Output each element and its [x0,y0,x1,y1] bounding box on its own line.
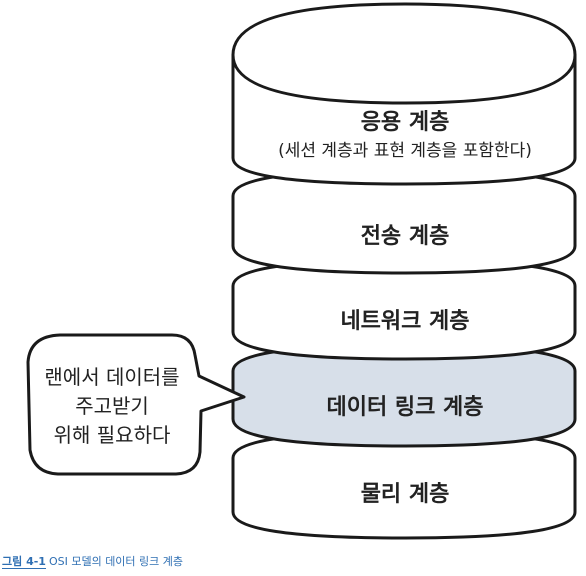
layer-application: 응용 계층 (세션 계층과 표현 계층을 포함한다) [231,2,577,186]
figure-caption-text: OSI 모델의 데이터 링크 계층 [48,555,184,568]
cylinder-top-rim [231,53,577,105]
callout-line-1: 랜에서 데이터를 [44,365,179,389]
callout-bubble-shape [26,333,246,476]
layer-physical: 물리 계층 [231,430,577,540]
callout-line-3: 위해 필요하다 [54,423,171,447]
layer-data-link-title: 데이터 링크 계층 [327,395,484,420]
layer-network-title: 네트워크 계층 [340,309,469,334]
layer-network: 네트워크 계층 [231,258,577,361]
layer-transport-title: 전송 계층 [361,224,450,249]
callout-bubble: 랜에서 데이터를 주고받기 위해 필요하다 [26,333,246,476]
layer-physical-title: 물리 계층 [361,482,450,507]
callout-line-2: 주고받기 [75,394,149,418]
layer-application-subtitle: (세션 계층과 표현 계층을 포함한다) [278,141,532,161]
layer-application-title: 응용 계층 [361,110,450,135]
figure-caption-label: 그림 4-1 [2,555,46,569]
